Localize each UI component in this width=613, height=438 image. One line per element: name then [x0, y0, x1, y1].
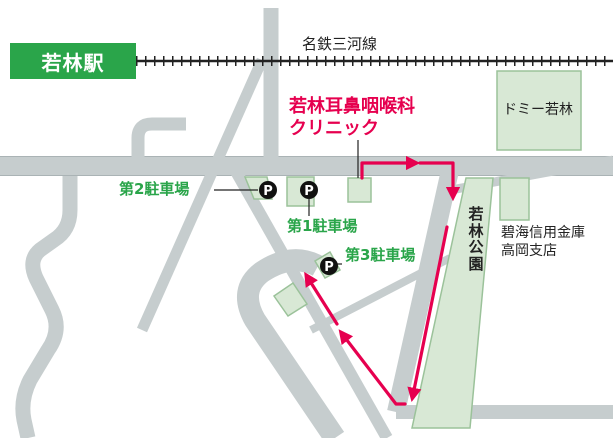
route-arrow-icon [360, 155, 421, 180]
blocks [243, 70, 582, 429]
route-arrow-icon [418, 161, 461, 202]
parking-3-label: 第3駐車場 [345, 246, 416, 264]
parking-2-label: 第2駐車場 [119, 180, 190, 198]
bank-name-line1: 碧海信用金庫 [501, 225, 585, 241]
parking-pin-label: P [304, 184, 314, 199]
parking-1-label: 第1駐車場 [287, 217, 358, 235]
railway-name: 名鉄三河線 [302, 35, 378, 53]
parking-pins: P P P [259, 181, 338, 275]
parking-pin-label: P [324, 260, 334, 275]
road-left-winding [15, 176, 78, 438]
road-diagonal-to-south [227, 163, 393, 438]
domy-wakabayashi-label: ドミー若林 [503, 102, 573, 118]
route-arrow-icon [407, 225, 449, 403]
park-char: 公 [468, 238, 484, 256]
parking-pin-label: P [263, 184, 273, 199]
block-clinic [347, 177, 372, 203]
park-char: 若 [468, 205, 484, 223]
park-char: 園 [468, 254, 484, 273]
block-small-south [272, 281, 309, 318]
block-wakabayashi-park [411, 177, 494, 429]
clinic-name-line1: 若林耳鼻咽喉科 [289, 96, 415, 117]
road-right-diagonal [387, 164, 460, 414]
access-route [304, 155, 461, 406]
roads [0, 8, 613, 438]
park-char: 林 [468, 221, 484, 240]
road-curved-south-west [237, 249, 345, 438]
road-top-left-curve [131, 117, 186, 166]
bank-name-line2: 高岡支店 [501, 243, 557, 259]
block-hekikai-bank [499, 177, 530, 221]
station-badge: 若林駅 [10, 43, 136, 79]
road-diagonal-north-west [136, 57, 268, 333]
wakabayashi-park-label: 若 林 公 園 [468, 206, 484, 272]
leader-lines [214, 140, 359, 265]
block-domy-wakabayashi [496, 70, 582, 151]
parking-pin-icon: P [259, 181, 277, 199]
route-arrow-icon [338, 329, 407, 406]
clinic-name-line2: クリニック [289, 118, 379, 139]
parking-pin-icon: P [300, 181, 318, 199]
parking-pin-icon: P [320, 257, 338, 275]
route-arrow-icon [304, 271, 339, 326]
